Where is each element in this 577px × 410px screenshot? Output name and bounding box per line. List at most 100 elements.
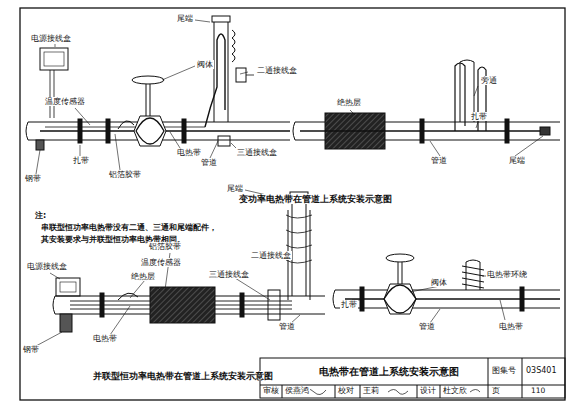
drawing-path — [235, 278, 270, 300]
part-label: 电热带 — [498, 322, 524, 331]
drawing-path — [388, 390, 408, 395]
part-label: 杜文欣 — [442, 387, 468, 396]
drawing-rect — [60, 314, 72, 332]
drawing-line — [146, 84, 147, 116]
drawing-path — [384, 284, 416, 314]
part-label: 电热带 — [92, 334, 118, 343]
drawing-line — [402, 262, 403, 284]
drawing-rect — [212, 16, 230, 22]
drawing-path — [170, 132, 180, 148]
drawing-path — [55, 44, 56, 47]
part-label: 管道 — [278, 322, 296, 331]
drawing-path — [158, 288, 160, 290]
caption-text: 串联型恒功率电热带没有二通、三通和尾端配件， — [40, 223, 218, 232]
part-label: 管道 — [418, 322, 436, 331]
part-label: 温度传感器 — [44, 97, 86, 106]
part-label: 钢带 — [24, 174, 42, 183]
part-label: 03S401 — [525, 366, 558, 375]
drawing-ellipse — [386, 254, 414, 262]
drawing-path — [466, 260, 480, 262]
drawing-rect — [360, 287, 364, 311]
part-label: 二通接线盒 — [250, 251, 292, 260]
drawing-path — [384, 285, 416, 313]
drawing-rect — [56, 278, 80, 296]
title-block-title: 电热带在管道上系统安装示意图 — [318, 366, 460, 378]
drawing-path — [476, 122, 478, 128]
drawing-path — [110, 306, 130, 335]
drawing-path — [232, 30, 235, 62]
part-label: 电热带环绕 — [486, 270, 528, 279]
drawing-line — [417, 385, 418, 398]
drawing-path — [115, 134, 120, 170]
drawing-path — [293, 122, 295, 140]
drawing-line — [440, 385, 441, 398]
caption-text: 注: — [34, 211, 47, 220]
part-label: 钢带 — [22, 345, 40, 354]
drawing-path — [50, 273, 60, 279]
caption-text: 并联型恒功率电热带在管道上系统安装示意图 — [92, 371, 274, 381]
drawing-path — [515, 136, 543, 156]
drawing-path — [350, 110, 355, 115]
drawing-path — [240, 72, 248, 74]
drawing-rect — [36, 140, 44, 150]
drawing-path — [118, 293, 138, 300]
drawing-line — [260, 385, 565, 386]
part-label: 校对 — [337, 387, 355, 396]
drawing-line — [398, 262, 399, 284]
part-label: 110 — [530, 387, 546, 396]
drawing-path — [210, 141, 218, 158]
drawing-path — [430, 309, 440, 323]
drawing-rect — [182, 119, 186, 143]
drawing-rect — [420, 119, 424, 143]
drawing-path — [134, 116, 166, 146]
drawing-g — [20, 8, 565, 400]
part-label: 二通接线盒 — [256, 66, 298, 75]
drawing-path — [75, 108, 90, 125]
part-label: 侯燕鸿 — [284, 387, 310, 396]
drawing-rect — [20, 8, 565, 400]
part-label: 审核 — [262, 387, 280, 396]
drawing-path — [430, 141, 440, 156]
drawing-rect — [268, 290, 280, 320]
drawing-path — [118, 121, 134, 129]
drawing-path — [53, 296, 55, 314]
drawing-line — [335, 308, 560, 309]
part-label: 管道 — [200, 158, 218, 167]
part-label: 电热带 — [176, 148, 202, 157]
part-label: 三通接线盒 — [208, 270, 250, 279]
part-label: 图集号 — [491, 366, 517, 375]
drawing-rect — [505, 119, 509, 143]
drawing-path — [36, 332, 62, 346]
drawing-path — [195, 20, 210, 22]
drawing-rect — [520, 287, 524, 311]
drawing-path — [462, 266, 484, 288]
drawing-rect — [40, 48, 68, 70]
drawing-path — [26, 122, 28, 140]
drawing-g — [36, 20, 543, 346]
part-label: 温度传感器 — [140, 258, 182, 267]
part-label: 阀体 — [430, 278, 448, 287]
drawing-path — [162, 66, 195, 80]
part-label: 扎带 — [72, 156, 90, 165]
drawing-path — [36, 150, 40, 174]
drawing-path — [474, 86, 478, 96]
drawing-path — [333, 290, 335, 308]
part-label: 设计 — [419, 387, 437, 396]
drawing-line — [488, 358, 489, 398]
drawing-line — [335, 385, 336, 398]
drawing-rect — [260, 358, 565, 398]
drawing-path — [460, 60, 474, 62]
drawing-path — [136, 118, 164, 144]
drawing-path — [50, 70, 54, 118]
drawing-rect — [218, 136, 230, 146]
drawing-rect — [240, 293, 244, 317]
drawing-rect — [78, 119, 82, 143]
drawing-rect — [150, 287, 215, 323]
drawing-line — [360, 385, 361, 398]
drawing-rect — [44, 52, 64, 66]
part-label: 页 — [491, 387, 501, 396]
drawing-rect — [60, 282, 76, 292]
part-label: 尾端 — [176, 14, 194, 23]
